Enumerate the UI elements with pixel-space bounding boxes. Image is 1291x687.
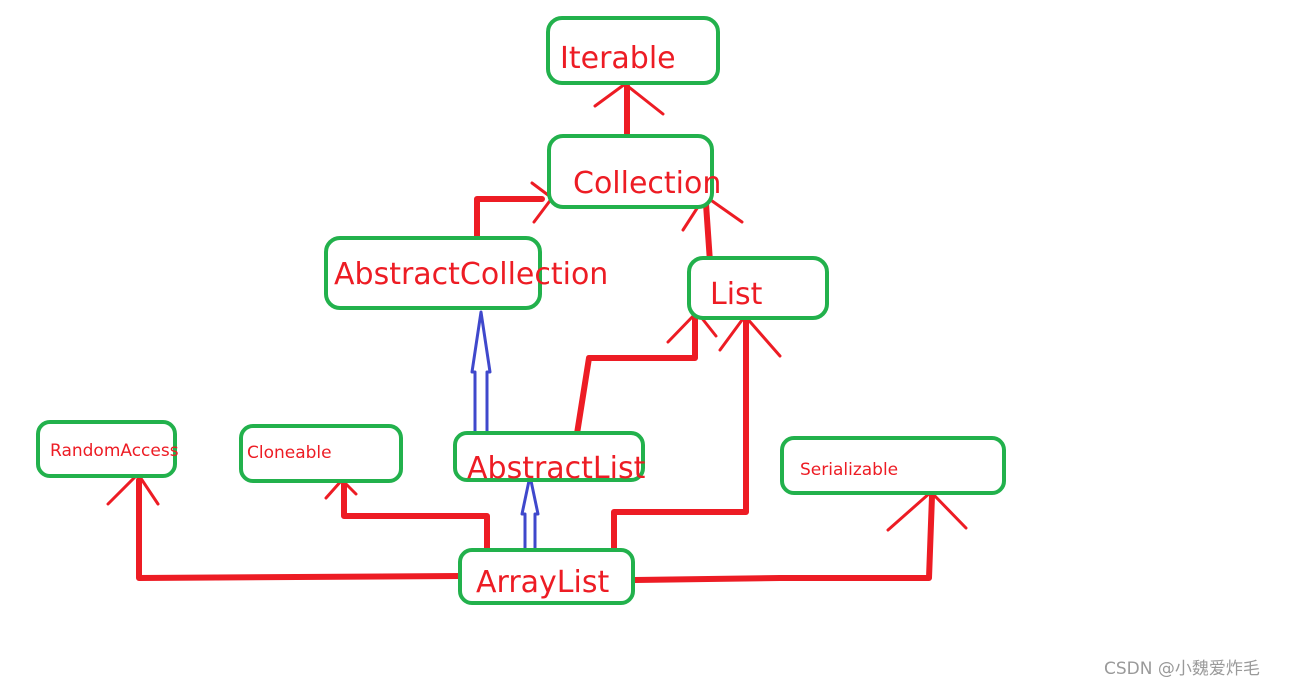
node-abstractlist: AbstractList: [453, 431, 646, 486]
node-cloneable: Cloneable: [239, 424, 403, 483]
node-randomaccess: RandomAccess: [36, 420, 179, 478]
edge-arraylist-to-abstractlist: [520, 474, 540, 554]
node-serializable: Serializable: [780, 436, 1006, 495]
node-list: List: [687, 256, 829, 320]
node-iterable: Iterable: [546, 16, 720, 85]
edge-arraylist-to-serializable: [630, 490, 968, 583]
node-randomaccess-label: RandomAccess: [50, 441, 179, 461]
edge-abstractlist-to-list: [573, 310, 718, 443]
node-iterable-label: Iterable: [560, 41, 676, 76]
edge-abstractcollection-to-collection: [474, 181, 554, 241]
node-collection-label: Collection: [573, 166, 721, 201]
node-serializable-label: Serializable: [800, 460, 898, 480]
node-abstractcollection: AbstractCollection: [324, 236, 608, 310]
node-arraylist: ArrayList: [458, 548, 635, 605]
edge-collection-to-iterable: [593, 82, 665, 137]
node-cloneable-label: Cloneable: [247, 443, 332, 463]
node-arraylist-label: ArrayList: [476, 565, 609, 600]
node-collection: Collection: [547, 134, 721, 209]
csdn-watermark: CSDN @小魏爱炸毛: [1104, 659, 1260, 679]
edge-arraylist-to-randomaccess: [106, 472, 463, 581]
node-list-label: List: [710, 277, 763, 312]
node-abstractlist-label: AbstractList: [467, 451, 646, 486]
node-abstractcollection-label: AbstractCollection: [334, 257, 608, 292]
edge-abstractlist-to-abstractcollection: [470, 310, 492, 436]
edge-arraylist-to-cloneable: [324, 478, 490, 555]
